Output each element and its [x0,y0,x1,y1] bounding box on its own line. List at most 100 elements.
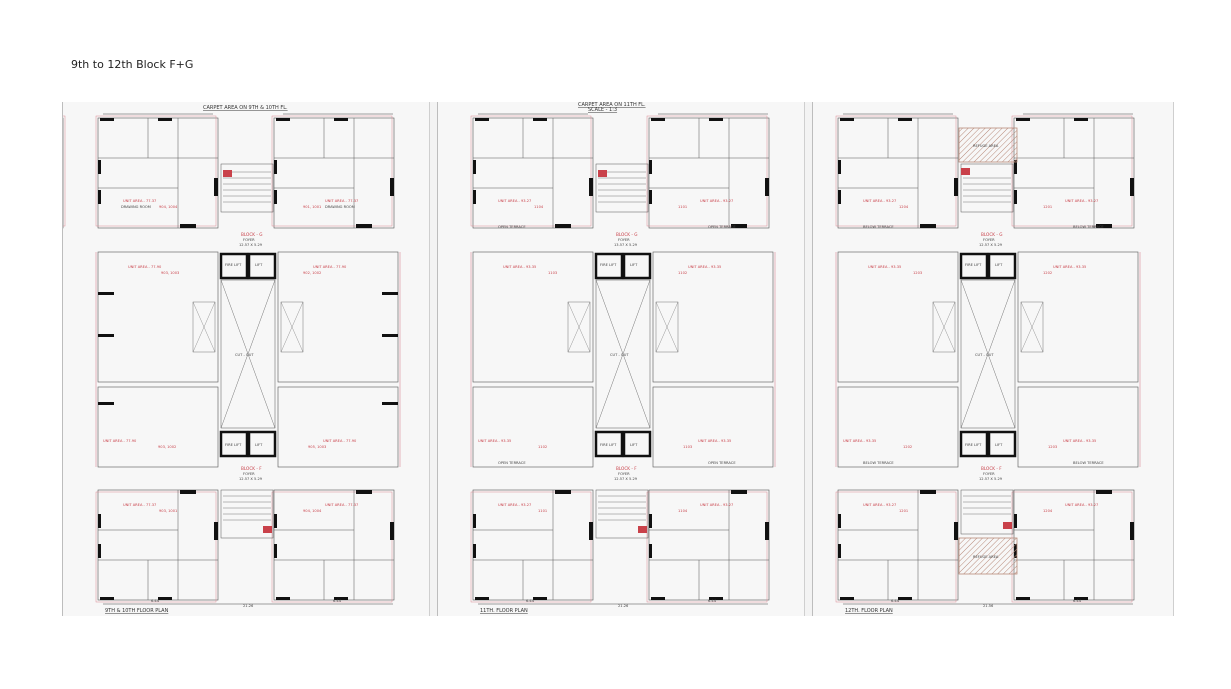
svg-text:UNIT AREA - 93.35: UNIT AREA - 93.35 [503,265,536,269]
svg-text:LIFT: LIFT [995,263,1003,267]
svg-text:CUT - OUT: CUT - OUT [235,353,254,357]
svg-text:CUT - OUT: CUT - OUT [610,353,629,357]
svg-text:BELOW TERRACE: BELOW TERRACE [863,461,894,465]
svg-text:BLOCK - F: BLOCK - F [981,466,1002,471]
svg-text:LIFT: LIFT [995,443,1003,447]
svg-text:12.57 X 5.29: 12.57 X 5.29 [979,243,1003,247]
svg-text:FIRE LIFT: FIRE LIFT [600,263,617,267]
svg-text:OPEN TERRACE: OPEN TERRACE [498,461,526,465]
svg-text:1103: 1103 [683,445,692,449]
svg-text:LIFT: LIFT [630,443,638,447]
panel-footer-title: 11TH. FLOOR PLAN [480,608,528,614]
svg-text:UNIT AREA - 77.37: UNIT AREA - 77.37 [123,503,156,507]
svg-text:904, 1004: 904, 1004 [303,509,322,513]
svg-text:BELOW TERRACE: BELOW TERRACE [1073,225,1104,229]
svg-text:REFUGE AREA: REFUGE AREA [973,555,999,559]
block-f-label: BLOCK - F [241,466,262,471]
svg-text:FIRE LIFT: FIRE LIFT [965,443,982,447]
panel-12th-floor-plan: REFUGE AREA UNIT AREA - 93.27 1204 UNIT … [812,102,1174,616]
svg-text:UNIT AREA - 93.27: UNIT AREA - 93.27 [700,199,733,203]
svg-text:1203: 1203 [913,271,922,275]
svg-text:6.44: 6.44 [1073,599,1082,603]
svg-text:905, 1003: 905, 1003 [308,445,326,449]
svg-text:UNIT AREA - 77.90: UNIT AREA - 77.90 [313,265,347,269]
svg-text:UNIT AREA - 77.37: UNIT AREA - 77.37 [325,199,358,203]
svg-text:1104: 1104 [534,205,544,209]
svg-text:FOYER: FOYER [983,238,995,242]
svg-text:UNIT AREA - 93.27: UNIT AREA - 93.27 [863,199,896,203]
svg-text:BELOW TERRACE: BELOW TERRACE [1073,461,1104,465]
svg-text:LIFT: LIFT [630,263,638,267]
svg-text:904, 1004: 904, 1004 [159,205,178,209]
svg-text:UNIT AREA - 93.35: UNIT AREA - 93.35 [1063,439,1096,443]
floor-plan-sheet: CARPET AREA ON 9TH & 10TH FL. BLOCK - G … [0,102,1174,616]
svg-text:1202: 1202 [903,445,912,449]
svg-text:6.44: 6.44 [708,599,717,603]
svg-text:UNIT AREA - 93.35: UNIT AREA - 93.35 [688,265,721,269]
svg-text:FOYER: FOYER [243,238,255,242]
svg-text:12.57 X 5.29: 12.57 X 5.29 [239,243,263,247]
page-title: 9th to 12th Block F+G [71,58,194,71]
svg-text:1102: 1102 [678,271,687,275]
svg-text:12.57 X 5.29: 12.57 X 5.29 [614,477,638,481]
svg-text:FIRE LIFT: FIRE LIFT [225,443,242,447]
svg-text:UNIT AREA - 77.37: UNIT AREA - 77.37 [325,503,358,507]
floor-plan-drawing: CARPET AREA ON 11TH FL. SCALE - 1:3 UNIT… [470,102,776,614]
svg-text:UNIT AREA - 93.27: UNIT AREA - 93.27 [498,503,531,507]
svg-text:1204: 1204 [1043,509,1053,513]
svg-text:FOYER: FOYER [243,472,255,476]
svg-text:FIRE LIFT: FIRE LIFT [225,263,242,267]
svg-text:DRAWING ROOM: DRAWING ROOM [121,205,151,209]
svg-text:LIFT: LIFT [255,263,263,267]
svg-text:1103: 1103 [548,271,557,275]
svg-text:FIRE LIFT: FIRE LIFT [600,443,617,447]
svg-text:UNIT AREA - 93.35: UNIT AREA - 93.35 [868,265,901,269]
svg-text:FIRE LIFT: FIRE LIFT [965,263,982,267]
svg-text:UNIT AREA - 93.35: UNIT AREA - 93.35 [843,439,876,443]
svg-text:FOYER: FOYER [618,238,630,242]
panel-footer-title: 12TH. FLOOR PLAN [845,608,893,614]
svg-text:1101: 1101 [538,509,547,513]
svg-text:OPEN TERRACE: OPEN TERRACE [498,225,526,229]
svg-text:UNIT AREA - 77.90: UNIT AREA - 77.90 [103,439,137,443]
floor-plan-drawing: CARPET AREA ON 9TH & 10TH FL. BLOCK - G … [0,105,401,614]
svg-text:UNIT AREA - 93.35: UNIT AREA - 93.35 [698,439,731,443]
svg-text:DRAWING ROOM: DRAWING ROOM [325,205,355,209]
svg-text:BLOCK - F: BLOCK - F [616,466,637,471]
svg-text:21.26: 21.26 [243,604,254,608]
svg-text:BLOCK - G: BLOCK - G [981,232,1002,237]
panel-footer-title: 9TH & 10TH FLOOR PLAN [105,608,169,614]
svg-text:UNIT AREA - 93.27: UNIT AREA - 93.27 [863,503,896,507]
svg-text:UNIT AREA - 77.37: UNIT AREA - 77.37 [123,199,156,203]
svg-text:FOYER: FOYER [983,472,995,476]
svg-text:1104: 1104 [678,509,688,513]
svg-text:1203: 1203 [1048,445,1057,449]
svg-text:1201: 1201 [899,509,908,513]
svg-text:6.44: 6.44 [526,599,535,603]
svg-text:1201: 1201 [1043,205,1052,209]
svg-text:6.44: 6.44 [333,599,342,603]
svg-text:BELOW TERRACE: BELOW TERRACE [863,225,894,229]
svg-text:21.26: 21.26 [618,604,629,608]
svg-text:REFUGE AREA: REFUGE AREA [973,144,999,148]
svg-text:902, 1002: 902, 1002 [303,271,321,275]
svg-text:1101: 1101 [678,205,687,209]
panel-header: CARPET AREA ON 11TH FL. [578,102,646,108]
svg-text:6.44: 6.44 [891,599,900,603]
svg-text:UNIT AREA - 93.27: UNIT AREA - 93.27 [498,199,531,203]
svg-text:FOYER: FOYER [618,472,630,476]
block-g-label: BLOCK - G [241,232,262,237]
svg-text:13.57 X 5.29: 13.57 X 5.29 [614,243,638,247]
svg-text:OPEN TERRACE: OPEN TERRACE [708,461,736,465]
panel-header: CARPET AREA ON 9TH & 10TH FL. [203,105,288,111]
panel-11th-floor-plan: CARPET AREA ON 11TH FL. SCALE - 1:3 UNIT… [437,102,805,616]
floor-plan-drawing: REFUGE AREA UNIT AREA - 93.27 1204 UNIT … [835,113,1141,614]
svg-text:UNIT AREA - 93.35: UNIT AREA - 93.35 [478,439,511,443]
svg-text:6.44: 6.44 [151,599,160,603]
svg-text:12.57 X 5.29: 12.57 X 5.29 [979,477,1003,481]
svg-text:UNIT AREA - 93.27: UNIT AREA - 93.27 [700,503,733,507]
svg-text:903, 1001: 903, 1001 [159,509,177,513]
svg-text:903, 1003: 903, 1003 [161,271,179,275]
svg-text:12.57 X 5.29: 12.57 X 5.29 [239,477,263,481]
svg-text:UNIT AREA - 93.27: UNIT AREA - 93.27 [1065,503,1098,507]
